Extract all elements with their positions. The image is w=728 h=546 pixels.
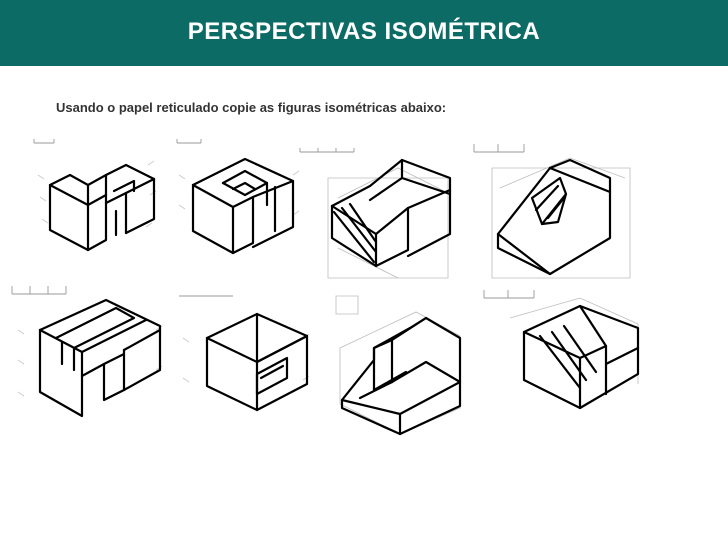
isometric-figure-8 — [480, 284, 645, 434]
header-bar: PERSPECTIVAS ISOMÉTRICA — [0, 0, 728, 66]
isometric-figure-5 — [10, 280, 170, 430]
isometric-figure-2 — [175, 135, 305, 260]
isometric-figure-4 — [470, 138, 635, 283]
isometric-figure-6 — [175, 288, 315, 428]
instructions-text: Usando o papel reticulado copie as figur… — [56, 100, 447, 115]
isometric-figure-1 — [30, 135, 165, 260]
isometric-figure-3 — [298, 138, 460, 283]
isometric-figure-7 — [330, 288, 470, 438]
page-title: PERSPECTIVAS ISOMÉTRICA — [187, 18, 541, 45]
